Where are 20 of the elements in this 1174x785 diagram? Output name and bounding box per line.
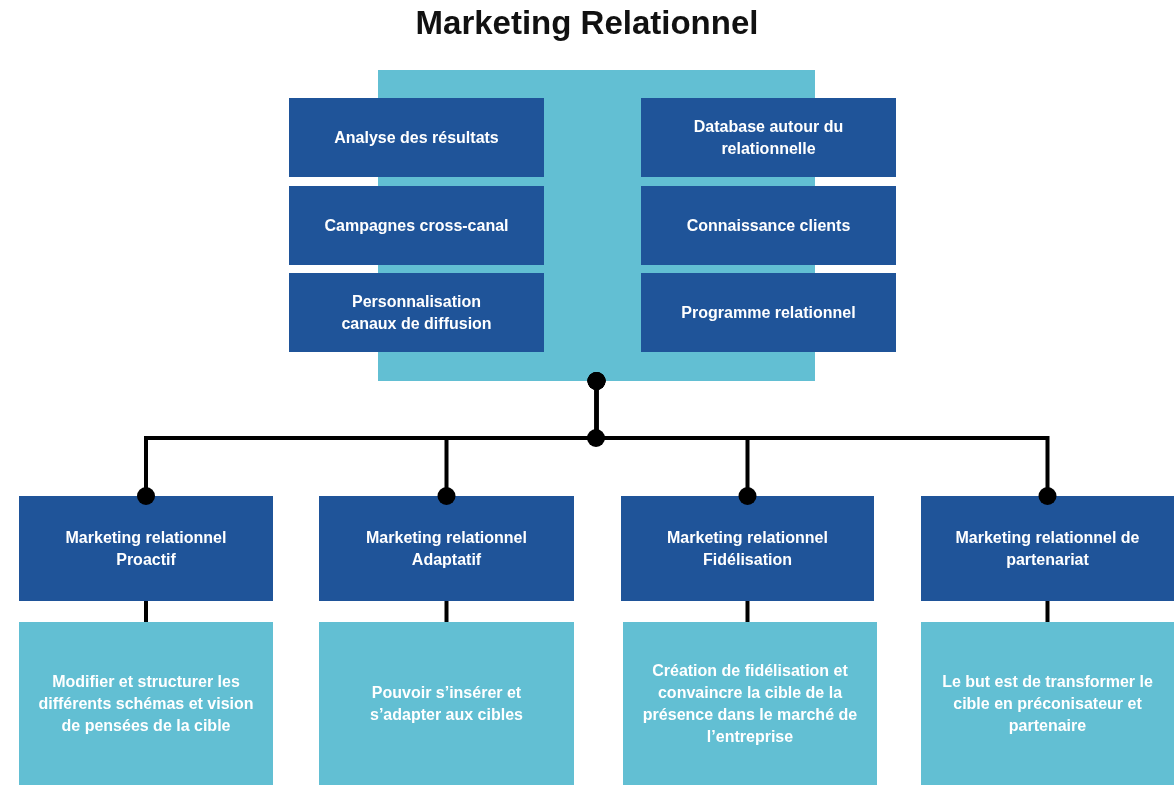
category-box: Programme relationnel	[641, 273, 896, 352]
connector-line	[745, 601, 750, 622]
description-box: Le but est de transformer le cible en préconisateur et partenaire	[921, 622, 1174, 785]
diagram-title: Marketing Relationnel	[415, 4, 759, 42]
category-box: Database autour du relationnelle	[641, 98, 896, 177]
category-box: Connaissance clients	[641, 186, 896, 265]
connector-line	[444, 601, 449, 622]
category-box: Marketing relationnel Fidélisation	[621, 496, 874, 601]
description-box: Création de fidélisation et convaincre la cible de la présence dans le marché de l’entreprise	[623, 622, 877, 785]
category-box: Analyse des résultats	[289, 98, 544, 177]
connector-line	[144, 601, 148, 622]
description-box: Modifier et structurer les différents schémas et vision de pensées de la cible	[19, 622, 273, 785]
category-box: Personnalisation canaux de diffusion	[289, 273, 544, 352]
connector-line	[587, 372, 1057, 505]
category-box: Marketing relationnel de partenariat	[921, 496, 1174, 601]
description-box: Pouvoir s’insérer et s’adapter aux cibles	[319, 622, 574, 785]
category-box: Marketing relationnel Adaptatif	[319, 496, 574, 601]
category-box: Marketing relationnel Proactif	[19, 496, 273, 601]
connector-line	[1045, 601, 1050, 622]
category-box: Campagnes cross-canal	[289, 186, 544, 265]
